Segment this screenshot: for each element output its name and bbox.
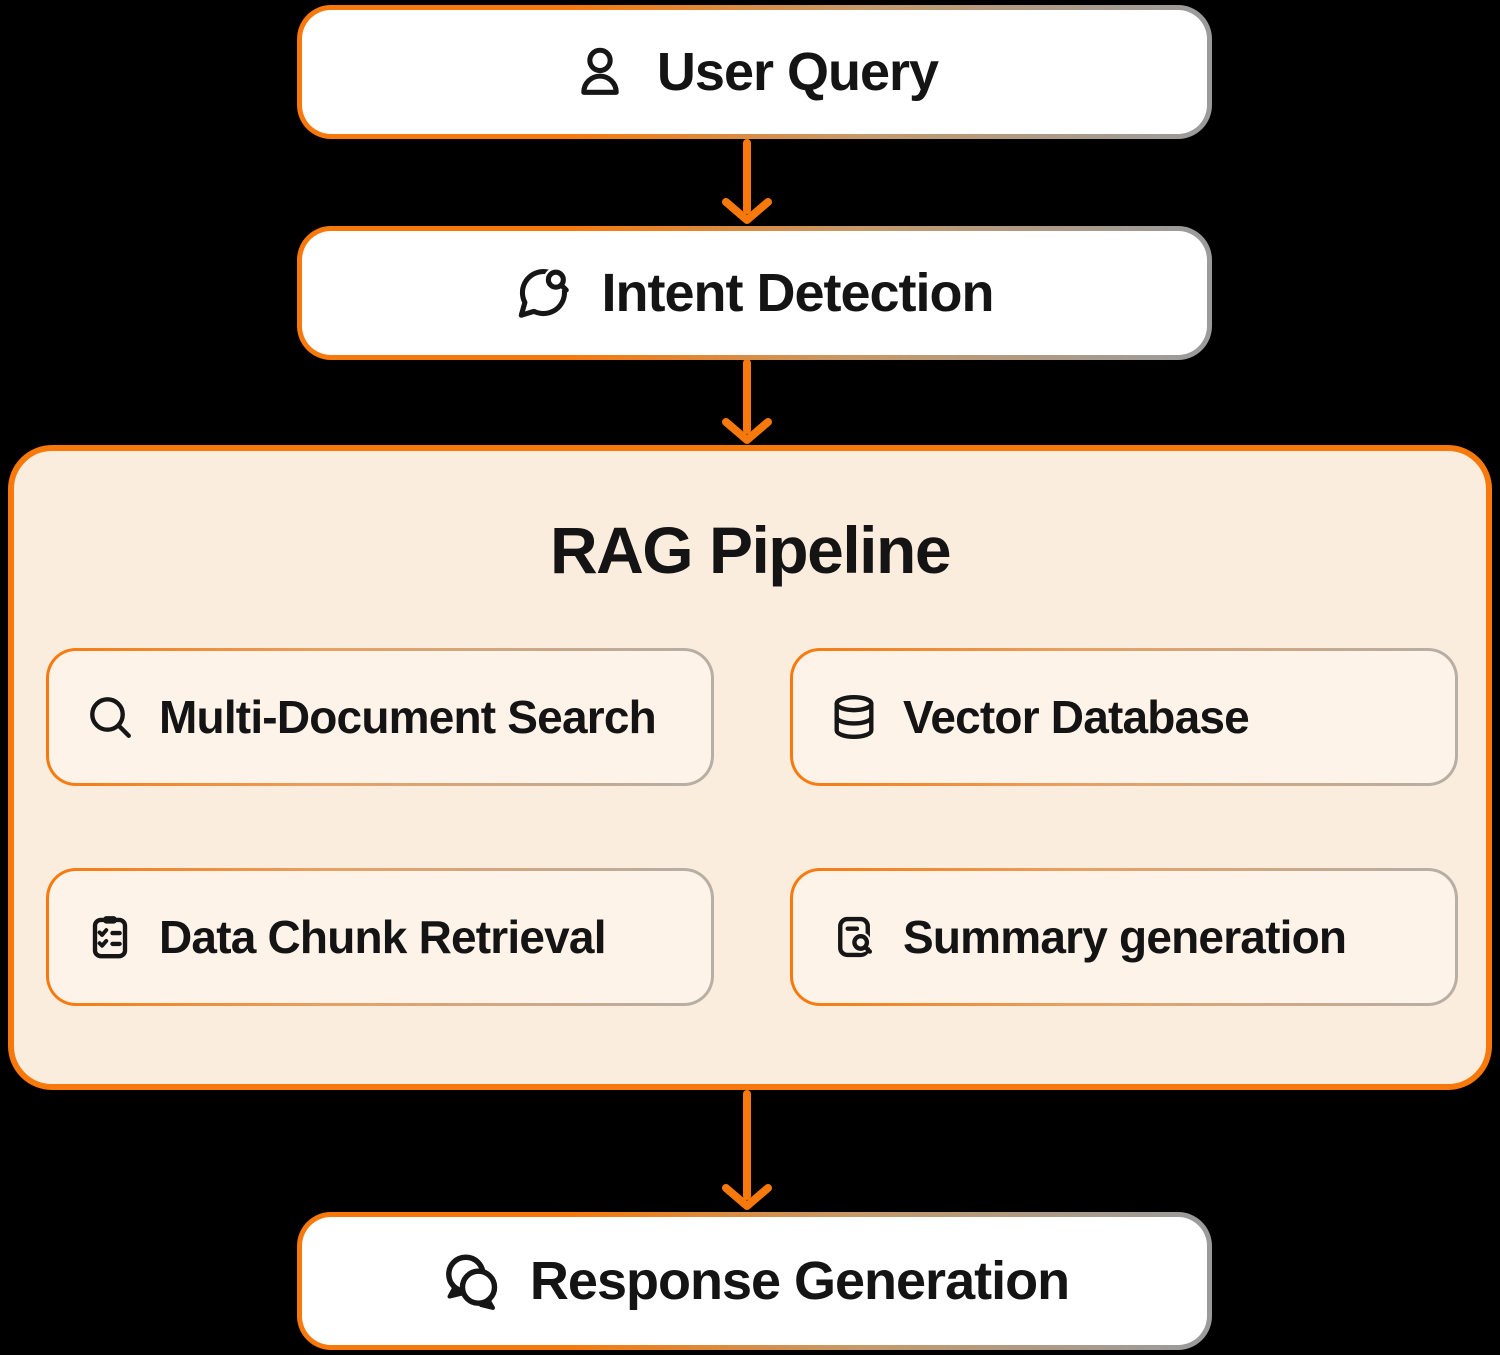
arrow-user-to-intent <box>722 139 772 224</box>
arrow-rag-to-response <box>722 1090 772 1210</box>
arrow-intent-to-rag <box>722 359 772 444</box>
vector-database-label: Vector Database <box>903 691 1250 743</box>
file-search-icon <box>829 912 879 962</box>
user-icon <box>571 43 629 101</box>
user-query-label: User Query <box>656 42 939 102</box>
database-icon <box>829 692 879 742</box>
multi-document-search-label: Multi-Document Search <box>159 691 657 743</box>
summary-generation-node: Summary generation <box>790 868 1458 1006</box>
user-query-node: User Query <box>297 5 1212 139</box>
intent-detection-label: Intent Detection <box>601 263 994 323</box>
search-icon <box>85 692 135 742</box>
response-generation-node: Response Generation <box>297 1212 1212 1350</box>
intent-detection-node: Intent Detection <box>297 226 1212 360</box>
summary-generation-label: Summary generation <box>903 911 1347 963</box>
message-search-icon <box>515 264 573 322</box>
data-chunk-retrieval-label: Data Chunk Retrieval <box>159 911 607 963</box>
chat-bubbles-icon <box>440 1250 502 1312</box>
response-generation-label: Response Generation <box>529 1251 1070 1311</box>
vector-database-node: Vector Database <box>790 648 1458 786</box>
data-chunk-retrieval-node: Data Chunk Retrieval <box>46 868 714 1006</box>
clipboard-checklist-icon <box>85 912 135 962</box>
rag-pipeline-title: RAG Pipeline <box>549 513 952 587</box>
multi-document-search-node: Multi-Document Search <box>46 648 714 786</box>
